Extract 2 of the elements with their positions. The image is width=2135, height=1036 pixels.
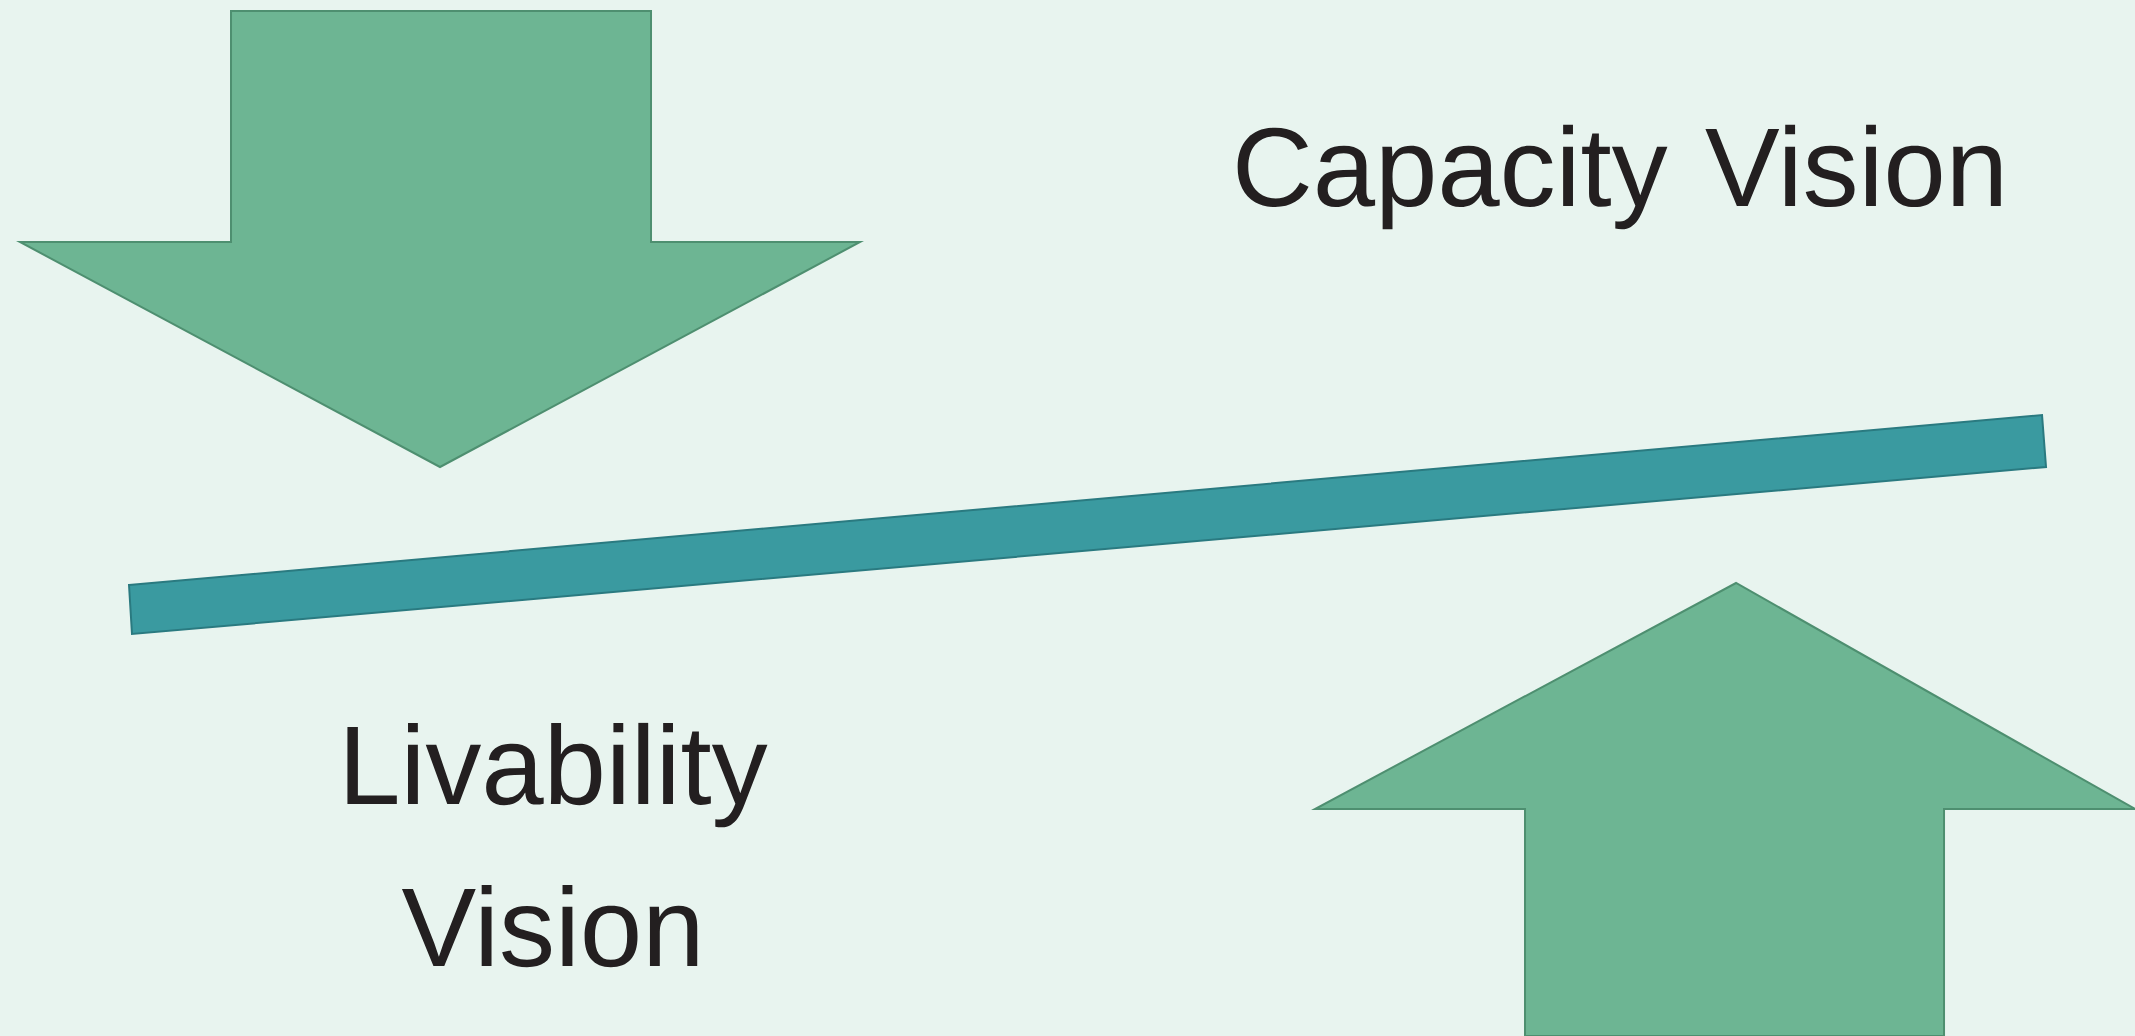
label: Livability Vision [347,722,768,968]
label: Capacity Vision [1237,124,2001,230]
